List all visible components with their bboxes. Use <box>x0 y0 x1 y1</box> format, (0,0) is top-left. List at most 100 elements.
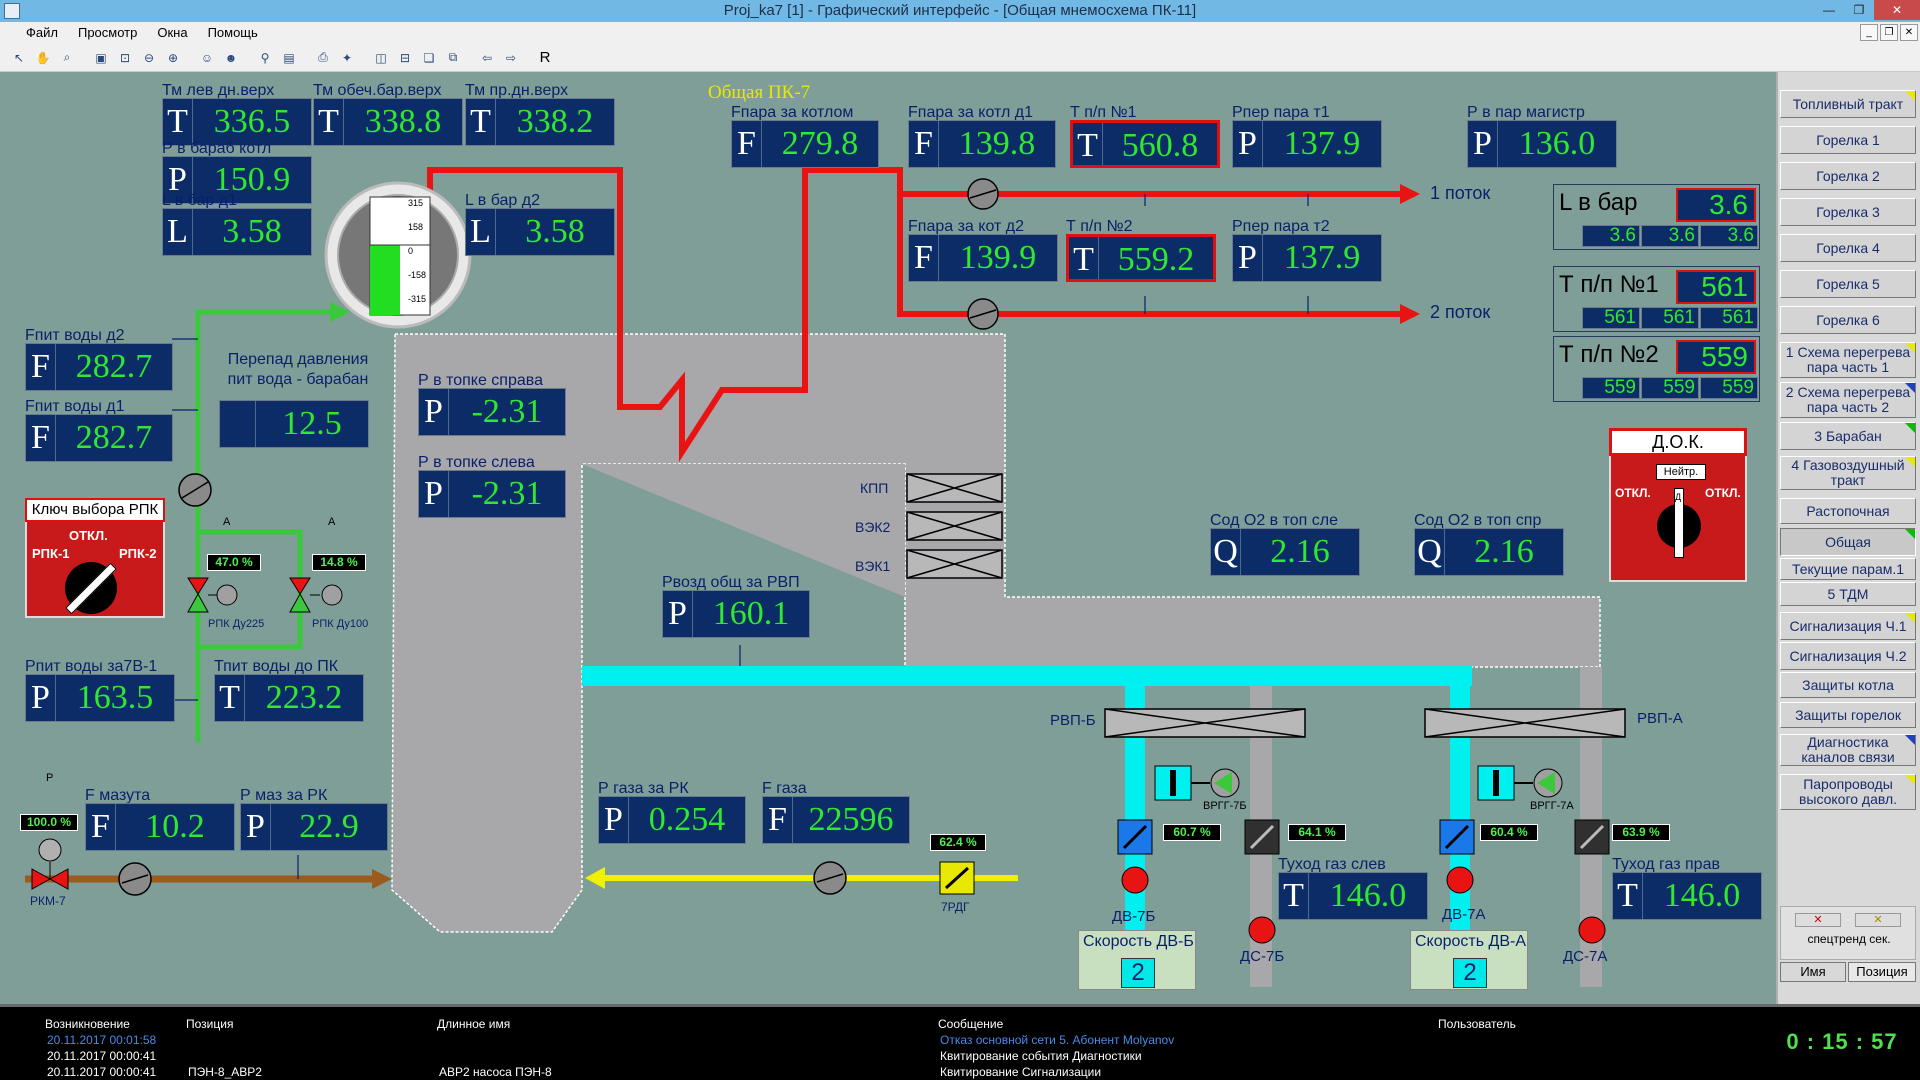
nav-button-14[interactable]: Текущие парам.1 <box>1780 558 1916 580</box>
table-icon[interactable]: ▤ <box>283 50 295 65</box>
alarm-row-1-msg[interactable]: Отказ основной сети 5. Абонент Molyanov <box>940 1033 1175 1047</box>
nav-button-9[interactable]: 2 Схема перегрева пара часть 2 <box>1780 382 1916 418</box>
mdi-minimize-button[interactable]: _ <box>1860 24 1878 41</box>
cascade-icon[interactable]: ❏ <box>423 50 435 65</box>
zoom-in-icon[interactable]: ⊕ <box>167 50 179 65</box>
r-button[interactable]: R <box>539 49 551 66</box>
alarm-row-2-time[interactable]: 20.11.2017 00:00:41 <box>47 1049 157 1063</box>
alarm-header-message[interactable]: Сообщение <box>938 1017 1004 1031</box>
nav-button-19[interactable]: Защиты горелок <box>1780 702 1916 728</box>
spectrend-icon-yellow[interactable]: ✕ <box>1855 913 1901 927</box>
split-horizontal-icon[interactable]: ⊟ <box>399 50 411 65</box>
tab-position[interactable]: Позиция <box>1848 962 1916 982</box>
ds7b-label: ДС-7Б <box>1240 948 1285 965</box>
menu-help[interactable]: Помощь <box>207 25 258 40</box>
nav-button-12[interactable]: Растопочная <box>1780 498 1916 524</box>
users-icon[interactable]: ☻ <box>224 50 238 65</box>
rpk-key-knob[interactable] <box>65 562 117 615</box>
zoom-fit-icon[interactable]: ▣ <box>95 50 107 65</box>
zoom-icon[interactable]: ⌕ <box>63 50 71 64</box>
zoom-100-icon[interactable]: ⊡ <box>119 50 131 65</box>
p-furnace-right-block[interactable]: P-2.31 <box>418 388 566 436</box>
alarm-row-1-time[interactable]: 20.11.2017 00:01:58 <box>47 1033 157 1047</box>
dok-knob[interactable] <box>1657 488 1701 558</box>
back-arrow-icon[interactable]: ⇦ <box>481 50 493 65</box>
mdi-restore-button[interactable]: ❐ <box>1880 24 1898 41</box>
nav-button-8[interactable]: 1 Схема перегрева пара часть 1 <box>1780 342 1916 378</box>
nav-button-15[interactable]: 5 ТДМ <box>1780 582 1916 606</box>
nav-button-5[interactable]: Горелка 4 <box>1780 234 1916 262</box>
alarm-header-position[interactable]: Позиция <box>186 1017 234 1031</box>
mdi-close-button[interactable]: ✕ <box>1900 24 1918 41</box>
spectrend-icon-red[interactable]: ✕ <box>1795 913 1841 927</box>
menu-view[interactable]: Просмотр <box>77 25 138 40</box>
forward-arrow-icon[interactable]: ⇨ <box>505 50 517 65</box>
minimize-button[interactable]: — <box>1823 3 1835 17</box>
nav-button-2[interactable]: Горелка 1 <box>1780 126 1916 154</box>
nav-button-10[interactable]: 3 Барабан <box>1780 422 1916 450</box>
alarm-header-time[interactable]: Возникновение <box>45 1017 130 1031</box>
alarm-row-3-msg[interactable]: Квитирование Сигнализации <box>940 1065 1102 1079</box>
user-icon[interactable]: ☺ <box>200 50 214 65</box>
nav-button-18[interactable]: Защиты котла <box>1780 672 1916 698</box>
tab-name[interactable]: Имя <box>1780 962 1846 982</box>
nav-button-11[interactable]: 4 Газовоздушный тракт <box>1780 456 1916 490</box>
menu-file[interactable]: Файл <box>26 25 58 40</box>
nav-button-21[interactable]: Паропроводы высокого давл. <box>1780 774 1916 810</box>
alarm-row-2-msg[interactable]: Квитирование события Диагностики <box>940 1049 1142 1063</box>
pointer-icon[interactable]: ↖ <box>13 50 25 65</box>
nav-button-13[interactable]: Общая <box>1780 528 1916 556</box>
p-furnace-left-block[interactable]: P-2.31 <box>418 470 566 518</box>
nav-button-16[interactable]: Сигнализация Ч.1 <box>1780 612 1916 640</box>
alarm-row-3-pos[interactable]: ПЭН-8_АВР2 <box>188 1065 262 1079</box>
bulb-icon[interactable]: ✦ <box>341 50 353 65</box>
binoculars-icon[interactable]: ⚲ <box>260 50 270 65</box>
hand-icon[interactable]: ✋ <box>35 50 51 65</box>
split-vertical-icon[interactable]: ◫ <box>375 50 387 65</box>
alarm-header-longname[interactable]: Длинное имя <box>437 1017 511 1031</box>
print-icon[interactable]: ⎙ <box>318 50 328 64</box>
nav-button-4[interactable]: Горелка 3 <box>1780 198 1916 226</box>
windows-icon[interactable]: ⧉ <box>448 50 458 64</box>
alarm-header-user[interactable]: Пользователь <box>1438 1017 1516 1031</box>
menu-windows[interactable]: Окна <box>157 25 188 40</box>
close-button[interactable]: ✕ <box>1874 0 1920 20</box>
zoom-out-icon[interactable]: ⊖ <box>143 50 155 65</box>
nav-button-3[interactable]: Горелка 2 <box>1780 162 1916 190</box>
nav-button-20[interactable]: Диагностика каналов связи <box>1780 734 1916 766</box>
alarm-row-3-time[interactable]: 20.11.2017 00:00:41 <box>47 1065 157 1079</box>
nav-button-17[interactable]: Сигнализация Ч.2 <box>1780 642 1916 670</box>
nav-button-1[interactable]: Топливный тракт <box>1780 90 1916 118</box>
nav-button-6[interactable]: Горелка 5 <box>1780 270 1916 298</box>
nav-button-7[interactable]: Горелка 6 <box>1780 306 1916 334</box>
alarm-row-3-name[interactable]: АВР2 насоса ПЭН-8 <box>439 1065 552 1079</box>
maximize-button[interactable]: ❐ <box>1853 3 1865 17</box>
